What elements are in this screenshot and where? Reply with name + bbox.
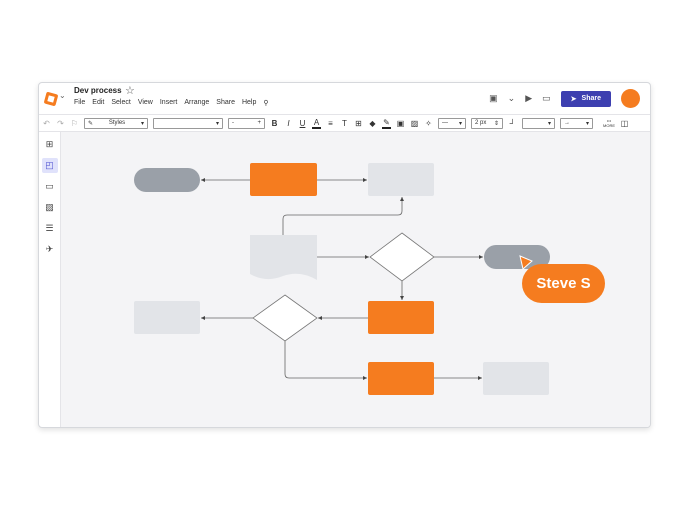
format-painter-icon[interactable]: ⚐ xyxy=(70,118,79,128)
document-title[interactable]: Dev process xyxy=(74,86,122,95)
share-label: Share xyxy=(581,95,601,102)
menu-arrange[interactable]: Arrange xyxy=(184,99,210,106)
document-shape[interactable] xyxy=(250,235,317,280)
share-button[interactable]: ➤ Share xyxy=(560,90,611,107)
underline-icon[interactable]: U xyxy=(299,118,306,128)
more-button[interactable]: •••MORE xyxy=(603,118,615,128)
process-shape[interactable] xyxy=(250,163,317,196)
process-shape[interactable] xyxy=(134,301,200,334)
process-shape[interactable] xyxy=(368,163,434,196)
line-color-icon[interactable]: ✎ xyxy=(382,117,391,129)
left-sidebar: ⊞ ◰ ▭ ▨ ☰ ✈ xyxy=(39,132,61,427)
page-layout-icon[interactable]: ⊞ xyxy=(45,139,54,149)
bold-icon[interactable]: B xyxy=(271,118,278,128)
shape-options-icon[interactable]: ⊞ xyxy=(355,118,362,128)
styles-label: Styles xyxy=(108,120,126,126)
text-color-icon[interactable]: A xyxy=(312,117,321,129)
terminator-shape[interactable] xyxy=(134,168,200,192)
image-icon[interactable]: ▨ xyxy=(45,202,54,212)
process-shape[interactable] xyxy=(483,362,549,395)
send-icon: ➤ xyxy=(570,95,577,103)
data-icon[interactable]: ☰ xyxy=(45,223,54,233)
undo-icon[interactable]: ↶ xyxy=(43,118,50,128)
line-width-value: 2 px xyxy=(475,120,487,126)
menu-insert[interactable]: Insert xyxy=(159,99,178,106)
menu-select[interactable]: Select xyxy=(111,99,131,106)
chevron-down-icon[interactable]: ⌄ xyxy=(507,93,516,103)
brush-icon: ✎ xyxy=(88,120,94,127)
line-width-stepper[interactable]: 2 px⇕ xyxy=(471,117,503,129)
comment-icon[interactable]: ▣ xyxy=(489,93,498,103)
shapes-icon[interactable]: ◰ xyxy=(41,158,58,173)
connector[interactable] xyxy=(284,341,367,380)
font-size-stepper[interactable]: -+ xyxy=(228,117,265,129)
process-shape[interactable] xyxy=(368,301,434,334)
italic-icon[interactable]: I xyxy=(287,118,290,128)
decision-shape[interactable] xyxy=(369,232,435,282)
menu-edit[interactable]: Edit xyxy=(92,99,105,106)
decision-shape[interactable] xyxy=(252,294,318,342)
fill-color-icon[interactable]: ◆ xyxy=(369,118,376,128)
binoculars-icon[interactable]: ⚲ xyxy=(263,100,269,107)
terminator-shape[interactable] xyxy=(484,245,550,269)
line-start-dropdown[interactable]: ▾ xyxy=(522,117,555,129)
redo-icon[interactable]: ↷ xyxy=(57,118,64,128)
line-end-dropdown[interactable]: →▾ xyxy=(560,117,593,129)
text-options-icon[interactable]: T xyxy=(342,118,347,128)
line-style-dropdown[interactable]: —▾ xyxy=(438,117,466,129)
star-icon[interactable]: ☆ xyxy=(125,85,135,97)
frame-icon[interactable]: ▭ xyxy=(45,181,54,191)
connector-style-icon[interactable]: ┘ xyxy=(509,118,516,128)
menu-view[interactable]: View xyxy=(137,99,153,106)
menu-share[interactable]: Share xyxy=(216,99,235,106)
collaborator-label: Steve S xyxy=(522,264,605,303)
menu-bar: File Edit Select View Insert Arrange Sha… xyxy=(74,99,269,107)
rocket-icon[interactable]: ✈ xyxy=(45,244,54,254)
present-icon[interactable]: ▶ xyxy=(525,93,533,103)
styles-dropdown[interactable]: ✎Styles▾ xyxy=(84,117,148,129)
magic-wand-icon[interactable]: ✧ xyxy=(425,118,432,128)
more-label: MORE xyxy=(603,123,615,128)
avatar[interactable] xyxy=(621,89,640,108)
lock-icon[interactable]: ▣ xyxy=(396,118,405,128)
align-icon[interactable]: ≡ xyxy=(328,118,333,128)
image-icon[interactable]: ▨ xyxy=(410,118,419,128)
process-shape[interactable] xyxy=(368,362,434,395)
connector[interactable] xyxy=(282,197,404,235)
font-dropdown[interactable]: ▾ xyxy=(153,117,223,129)
chevron-down-icon[interactable]: ⌄ xyxy=(59,91,66,100)
toolbar: ↶ ↷ ⚐ ✎Styles▾ ▾ -+ B I U A ≡ T ⊞ ◆ ✎ ▣ … xyxy=(39,114,650,132)
collaborator-cursor-icon xyxy=(519,255,533,270)
video-icon[interactable]: ▭ xyxy=(542,93,551,103)
menu-file[interactable]: File xyxy=(74,99,86,106)
menu-help[interactable]: Help xyxy=(241,99,257,106)
panel-toggle-icon[interactable]: ◫ xyxy=(620,118,629,128)
header: ⌄ Dev process ☆ File Edit Select View In… xyxy=(39,83,650,114)
